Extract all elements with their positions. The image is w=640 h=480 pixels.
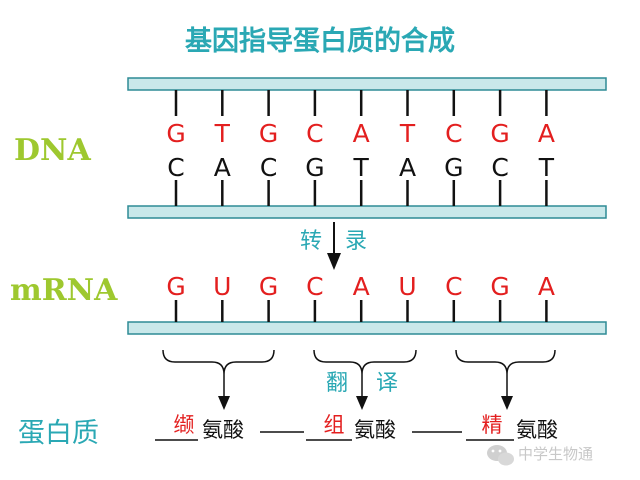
dna-coding-base: G (305, 153, 324, 182)
codon-arrowhead-3 (501, 396, 513, 410)
diagram-title: 基因指导蛋白质的合成 (185, 25, 455, 57)
mrna-label: mRNA (10, 273, 118, 308)
translation-char-1: 翻 (326, 371, 348, 396)
transcription-arrow (327, 222, 341, 270)
mrna-ticks (174, 300, 548, 322)
amino-acid-2-name: 组 (324, 413, 345, 437)
protein-label: 蛋白质 (18, 418, 99, 449)
mrna-base: U (213, 272, 231, 301)
mrna-base: G (166, 272, 185, 301)
codon-arrowhead-1 (218, 396, 230, 410)
codon-braces (162, 349, 556, 410)
dna-template-base: A (353, 119, 370, 148)
dna-label: DNA (14, 133, 91, 168)
watermark-text: 中学生物通 (518, 445, 593, 463)
dna-template-base: G (166, 119, 185, 148)
dna-top-strand (127, 77, 607, 91)
transcription-char-1: 转 (300, 229, 322, 254)
codon-brace-1 (162, 349, 275, 375)
wechat-icon (487, 445, 514, 466)
mrna-base: C (445, 272, 462, 301)
mrna-base: A (353, 272, 370, 301)
dna-template-base: T (214, 119, 231, 148)
amino-acid-3-name: 精 (482, 413, 503, 437)
dna-template-base: A (538, 119, 555, 148)
dna-template-base: G (259, 119, 278, 148)
dna-template-base: T (399, 119, 416, 148)
mrna-backbone (127, 321, 607, 335)
amino-acid-2-suffix: 氨酸 (354, 418, 396, 442)
dna-coding-base: C (260, 153, 277, 182)
dna-coding-base: C (167, 153, 184, 182)
dna-bottom-strand (127, 205, 607, 219)
dna-template-base: C (445, 119, 462, 148)
mrna-base: G (490, 272, 509, 301)
amino-acid-3-suffix: 氨酸 (516, 418, 558, 442)
dna-bottom-ticks (174, 180, 548, 206)
mrna-base: A (538, 272, 555, 301)
mrna-base: G (259, 272, 278, 301)
amino-acid-1-suffix: 氨酸 (202, 418, 244, 442)
dna-coding-base: A (399, 153, 416, 182)
codon-arrowhead-2 (356, 396, 368, 410)
amino-acid-1-name: 缬 (174, 413, 195, 437)
dna-coding-base: T (353, 153, 370, 182)
translation-char-2: 译 (376, 371, 398, 396)
dna-top-ticks (174, 90, 548, 116)
mrna-base: C (306, 272, 323, 301)
dna-coding-base: A (214, 153, 231, 182)
dna-coding-base: G (444, 153, 463, 182)
dna-coding-base: C (491, 153, 508, 182)
codon-brace-3 (455, 349, 556, 375)
transcription-char-2: 录 (345, 229, 367, 254)
dna-coding-base: T (538, 153, 555, 182)
dna-template-base: C (306, 119, 323, 148)
dna-template-base: G (490, 119, 509, 148)
mrna-base: U (398, 272, 416, 301)
